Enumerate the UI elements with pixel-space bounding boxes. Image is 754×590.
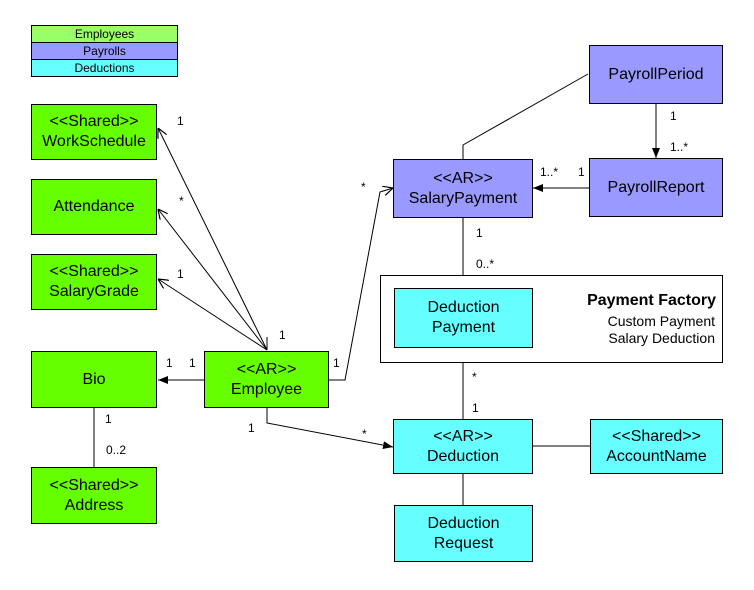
node-workschedule-name: WorkSchedule <box>42 133 146 150</box>
node-accountname[interactable]: <<Shared>> AccountName <box>590 419 723 474</box>
node-accountname-name: AccountName <box>606 447 707 465</box>
multiplicity-label: 0..* <box>476 257 495 271</box>
edge-employee-salarypayment <box>329 188 393 381</box>
edge-employee-deduction <box>266 408 394 450</box>
multiplicity-label: * <box>362 427 367 441</box>
node-salarypayment-stereotype: <<AR>> <box>433 169 493 187</box>
payment-factory-item: Custom Payment <box>607 313 715 329</box>
node-accountname-stereotype: <<Shared>> <box>612 427 701 445</box>
multiplicity-label: * <box>472 370 477 384</box>
multiplicity-label: 1 <box>476 226 483 240</box>
payment-factory-title: Payment Factory <box>587 292 716 309</box>
node-employee[interactable]: <<AR>> Employee <box>204 351 329 408</box>
multiplicity-label: 0..2 <box>106 443 127 457</box>
node-salarygrade-name: SalaryGrade <box>49 283 139 300</box>
node-employee-name: Employee <box>230 380 303 398</box>
node-deductionrequest-line2: Request <box>433 534 494 552</box>
node-workschedule[interactable]: <<Shared>> WorkSchedule <box>31 104 157 160</box>
node-address[interactable]: <<Shared>> Address <box>31 467 157 524</box>
node-payrollreport[interactable]: PayrollReport <box>589 158 723 217</box>
multiplicity-label: 1 <box>279 328 286 342</box>
multiplicity-label: 1 <box>333 356 340 370</box>
multiplicity-label: 1 <box>189 356 196 370</box>
node-attendance-name: Attendance <box>53 198 135 215</box>
legend-deductions: Deductions <box>31 60 178 77</box>
node-bio-name: Bio <box>82 370 106 388</box>
node-deduction-stereotype: <<AR>> <box>433 427 493 445</box>
node-address-name: Address <box>64 496 124 514</box>
multiplicity-label: 1 <box>177 267 184 281</box>
edge-employee-attendance <box>158 209 268 351</box>
legend: Employees Payrolls Deductions <box>31 25 178 77</box>
node-deductionrequest-line1: Deduction <box>427 514 500 532</box>
node-salarygrade[interactable]: <<Shared>> SalaryGrade <box>31 254 157 310</box>
multiplicity-label: 1 <box>105 412 112 426</box>
legend-employees: Employees <box>31 25 178 43</box>
multiplicity-label: 1..* <box>670 140 689 154</box>
node-deduction[interactable]: <<AR>> Deduction <box>393 419 533 474</box>
node-deductionrequest[interactable]: Deduction Request <box>394 505 533 562</box>
multiplicity-label: 1 <box>166 356 173 370</box>
node-payrollperiod-name: PayrollPeriod <box>608 65 704 83</box>
node-employee-stereotype: <<AR>> <box>236 360 297 378</box>
edge-employee-salarygrade <box>158 279 268 351</box>
edge-employee-workschedule <box>158 128 268 351</box>
node-attendance[interactable]: Attendance <box>31 179 157 235</box>
node-deductionpayment-line1: Deduction <box>427 299 500 316</box>
node-deduction-name: Deduction <box>426 447 500 465</box>
node-salarypayment[interactable]: <<AR>> SalaryPayment <box>393 159 533 218</box>
multiplicity-label: 1 <box>578 165 585 179</box>
multiplicity-label: 1 <box>177 114 184 128</box>
node-address-stereotype: <<Shared>> <box>49 476 139 494</box>
node-workschedule-stereotype: <<Shared>> <box>49 113 139 130</box>
multiplicity-label: 1 <box>670 109 677 123</box>
multiplicity-label: 1 <box>248 421 255 435</box>
multiplicity-label: * <box>361 180 366 194</box>
multiplicity-label: * <box>179 194 184 208</box>
edge-payrollperiod-salarypayment <box>462 73 589 159</box>
payment-factory-item: Salary Deduction <box>608 330 715 346</box>
node-deductionpayment[interactable]: Deduction Payment <box>394 288 533 348</box>
node-salarypayment-name: SalaryPayment <box>408 189 518 207</box>
node-payrollreport-name: PayrollReport <box>607 178 705 196</box>
node-deductionpayment-line2: Payment <box>431 319 496 336</box>
node-salarygrade-stereotype: <<Shared>> <box>49 263 139 280</box>
multiplicity-label: 1 <box>472 401 479 415</box>
multiplicity-label: 1..* <box>540 165 559 179</box>
node-payrollperiod[interactable]: PayrollPeriod <box>589 45 723 104</box>
node-bio[interactable]: Bio <box>31 351 157 408</box>
legend-payrolls: Payrolls <box>31 43 178 60</box>
